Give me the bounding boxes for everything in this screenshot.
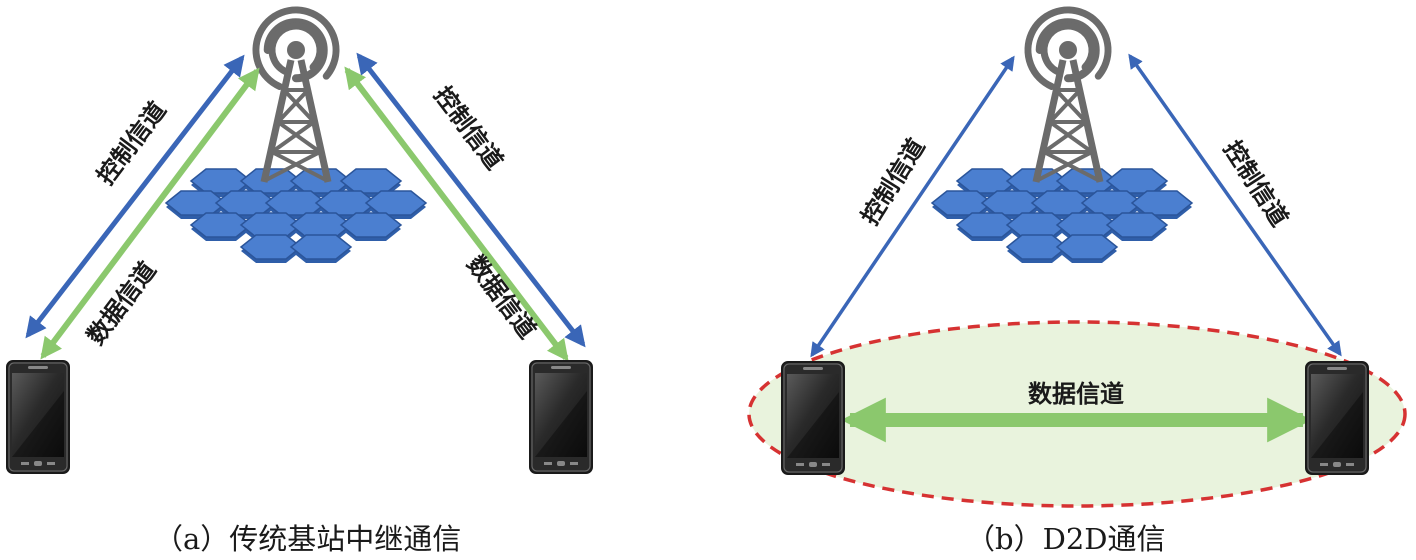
panel-a: 控制信道 数据信道 控制信道 数据信道 xyxy=(6,0,593,474)
control-channel-arrow-right xyxy=(1128,53,1342,357)
smartphone-icon xyxy=(1305,361,1369,475)
caption-b: （b）D2D通信 xyxy=(966,522,1166,556)
label-control-channel: 控制信道 xyxy=(92,96,172,190)
antenna-tower-icon xyxy=(1015,0,1121,182)
smartphone-icon xyxy=(6,360,70,474)
label-data-channel: 数据信道 xyxy=(461,250,541,344)
smartphone-icon xyxy=(781,361,845,475)
caption-a: （a）传统基站中继通信 xyxy=(154,522,462,556)
antenna-tower-icon xyxy=(243,0,349,182)
panel-b: 控制信道 控制信道 数据信道 xyxy=(747,0,1407,508)
smartphone-icon xyxy=(529,360,593,474)
label-control-channel: 控制信道 xyxy=(1218,136,1294,232)
label-control-channel: 控制信道 xyxy=(856,134,931,230)
cell-grid-icon xyxy=(932,169,1192,263)
data-channel-arrow-right xyxy=(344,66,569,362)
control-channel-arrow-left xyxy=(810,55,1015,358)
label-data-channel: 数据信道 xyxy=(1028,380,1124,408)
cell-grid-icon xyxy=(166,169,426,263)
data-channel-arrow-left xyxy=(40,67,260,360)
label-data-channel: 数据信道 xyxy=(82,256,162,350)
